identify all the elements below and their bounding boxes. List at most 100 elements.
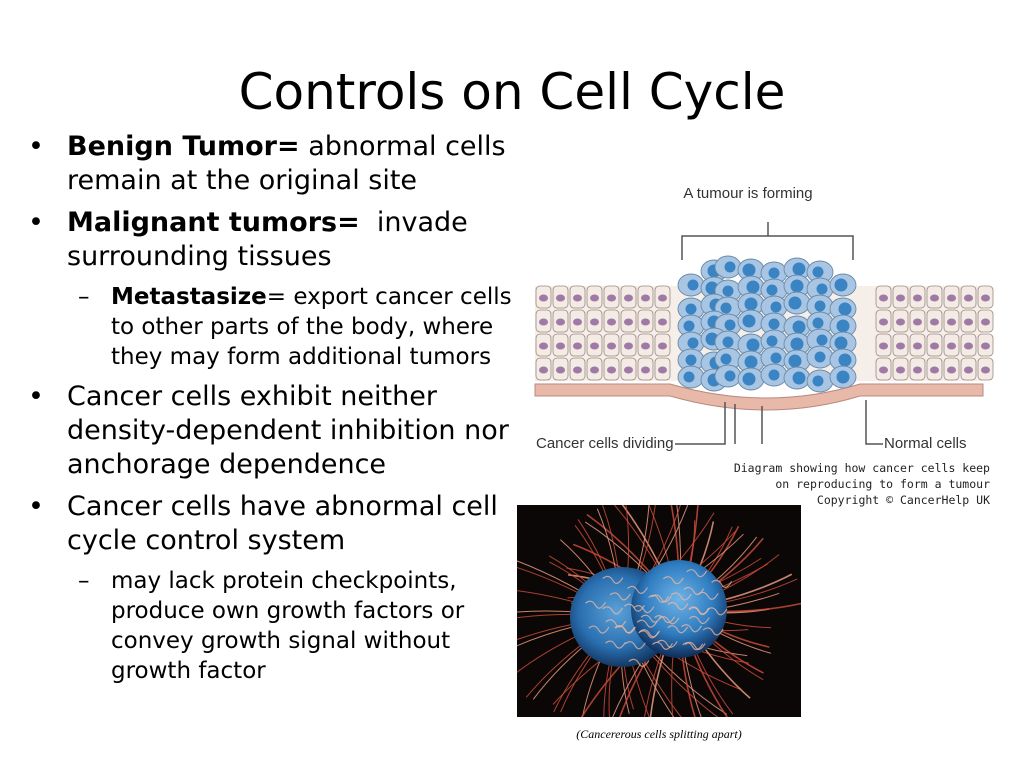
cell-surface-texture bbox=[585, 569, 733, 667]
term-metastasize: Metastasize bbox=[111, 284, 267, 310]
label-normal-cells: Normal cells bbox=[884, 435, 967, 452]
bullet-dot-icon: • bbox=[28, 491, 44, 522]
surface-strand bbox=[686, 569, 708, 578]
surface-strand bbox=[654, 615, 676, 624]
cancer-nucleus bbox=[792, 262, 806, 276]
surface-strand bbox=[682, 642, 704, 651]
cancer-nucleus bbox=[768, 267, 780, 279]
photo-caption: (Cancererous cells splitting apart) bbox=[576, 727, 742, 741]
cancer-nucleus bbox=[724, 261, 736, 273]
surface-strand bbox=[667, 601, 689, 611]
cancer-nucleus bbox=[768, 369, 780, 381]
normal-nucleus bbox=[539, 318, 548, 326]
cancer-nucleus bbox=[724, 319, 736, 331]
normal-nucleus bbox=[930, 318, 939, 326]
cancer-nucleus bbox=[685, 354, 697, 366]
subbullet-metastasize: – Metastasize= export cancer cells to ot… bbox=[28, 282, 518, 372]
cancer-nucleus bbox=[812, 266, 824, 278]
normal-nucleus bbox=[658, 294, 667, 302]
cancer-nucleus bbox=[746, 338, 760, 352]
surface-strand bbox=[614, 625, 636, 634]
surface-strand bbox=[588, 625, 610, 634]
surface-strand bbox=[605, 619, 627, 628]
subbullet-checkpoints: – may lack protein checkpoints, produce … bbox=[28, 566, 518, 686]
diagram-caption-line2: on reproducing to form a tumour bbox=[775, 477, 990, 491]
normal-nucleus bbox=[658, 318, 667, 326]
surface-strand bbox=[602, 575, 624, 584]
normal-nucleus bbox=[896, 294, 905, 302]
cancer-nucleus bbox=[836, 319, 850, 333]
def-metastasize: = export cancer cells to other parts of … bbox=[111, 284, 512, 370]
cancer-nucleus bbox=[838, 353, 852, 367]
normal-nucleus bbox=[573, 342, 582, 350]
normal-nucleus bbox=[964, 294, 973, 302]
cancer-nucleus bbox=[770, 352, 782, 364]
surface-strand bbox=[683, 586, 705, 596]
bullet-malignant-tumors: • Malignant tumors= invade surrounding t… bbox=[28, 206, 518, 274]
cancer-nucleus bbox=[816, 334, 828, 346]
surface-strand bbox=[658, 616, 680, 625]
surface-strand bbox=[633, 605, 655, 614]
cancer-nucleus bbox=[770, 301, 782, 313]
surface-strand bbox=[585, 600, 606, 609]
term-malignant-tumors: Malignant tumors= bbox=[67, 207, 360, 238]
normal-nucleus bbox=[981, 318, 990, 326]
surface-strand bbox=[605, 640, 626, 649]
cancer-nucleus bbox=[744, 355, 758, 369]
diagram-caption-line1: Diagram showing how cancer cells keep bbox=[734, 461, 990, 475]
cancer-cells bbox=[677, 255, 857, 393]
bullet-dot-icon: • bbox=[28, 131, 44, 162]
surface-strand bbox=[640, 614, 662, 623]
normal-nucleus bbox=[930, 294, 939, 302]
cancer-nucleus bbox=[720, 353, 732, 365]
normal-nucleus bbox=[590, 366, 599, 374]
bullet-abnormal-control: • Cancer cells have abnormal cell cycle … bbox=[28, 490, 518, 558]
normal-nucleus bbox=[896, 342, 905, 350]
tissue-layer bbox=[534, 255, 994, 411]
normal-nucleus bbox=[573, 366, 582, 374]
normal-nucleus bbox=[964, 342, 973, 350]
normal-nucleus bbox=[624, 318, 633, 326]
normal-nucleus bbox=[981, 366, 990, 374]
normal-nucleus bbox=[590, 342, 599, 350]
cancer-nucleus bbox=[812, 317, 824, 329]
normal-nucleus bbox=[879, 294, 888, 302]
normal-nucleus bbox=[947, 342, 956, 350]
surface-strand bbox=[688, 607, 710, 616]
cancer-nucleus bbox=[724, 370, 736, 382]
bullet-dot-icon: • bbox=[28, 381, 44, 412]
cancer-nucleus bbox=[834, 278, 848, 292]
diagram-copyright: Copyright © CancerHelp UK bbox=[817, 493, 990, 507]
tumour-bracket bbox=[681, 222, 854, 260]
normal-nucleus bbox=[556, 318, 565, 326]
normal-nucleus bbox=[896, 318, 905, 326]
normal-nucleus bbox=[930, 366, 939, 374]
normal-nucleus bbox=[590, 294, 599, 302]
normal-nucleus bbox=[879, 342, 888, 350]
bullet-density-dependence: • Cancer cells exhibit neither density-d… bbox=[28, 380, 518, 482]
dividing-pointer bbox=[675, 402, 763, 445]
normal-nucleus bbox=[641, 294, 650, 302]
normal-nucleus bbox=[879, 366, 888, 374]
surface-strand bbox=[624, 641, 646, 650]
cancer-nucleus bbox=[812, 375, 824, 387]
cancer-nucleus bbox=[720, 302, 732, 314]
dash-icon: – bbox=[78, 568, 90, 594]
surface-strand bbox=[628, 658, 650, 667]
surface-strand bbox=[648, 594, 670, 603]
normal-nucleus bbox=[947, 366, 956, 374]
cancer-nucleus bbox=[790, 279, 804, 293]
surface-strand bbox=[670, 592, 692, 601]
basement-membrane bbox=[534, 383, 984, 411]
normal-nucleus bbox=[658, 342, 667, 350]
def-benign-tumor: abnormal cells remain at the original si… bbox=[67, 131, 506, 196]
cancer-nucleus bbox=[744, 297, 758, 311]
normal-nucleus bbox=[556, 366, 565, 374]
cancer-cell-photo bbox=[517, 505, 801, 717]
normal-nucleus bbox=[641, 342, 650, 350]
surface-strand bbox=[652, 641, 673, 650]
normal-nucleus bbox=[981, 342, 990, 350]
cancer-nucleus bbox=[687, 337, 699, 349]
surface-strand bbox=[667, 625, 689, 634]
normal-nucleus bbox=[624, 366, 633, 374]
